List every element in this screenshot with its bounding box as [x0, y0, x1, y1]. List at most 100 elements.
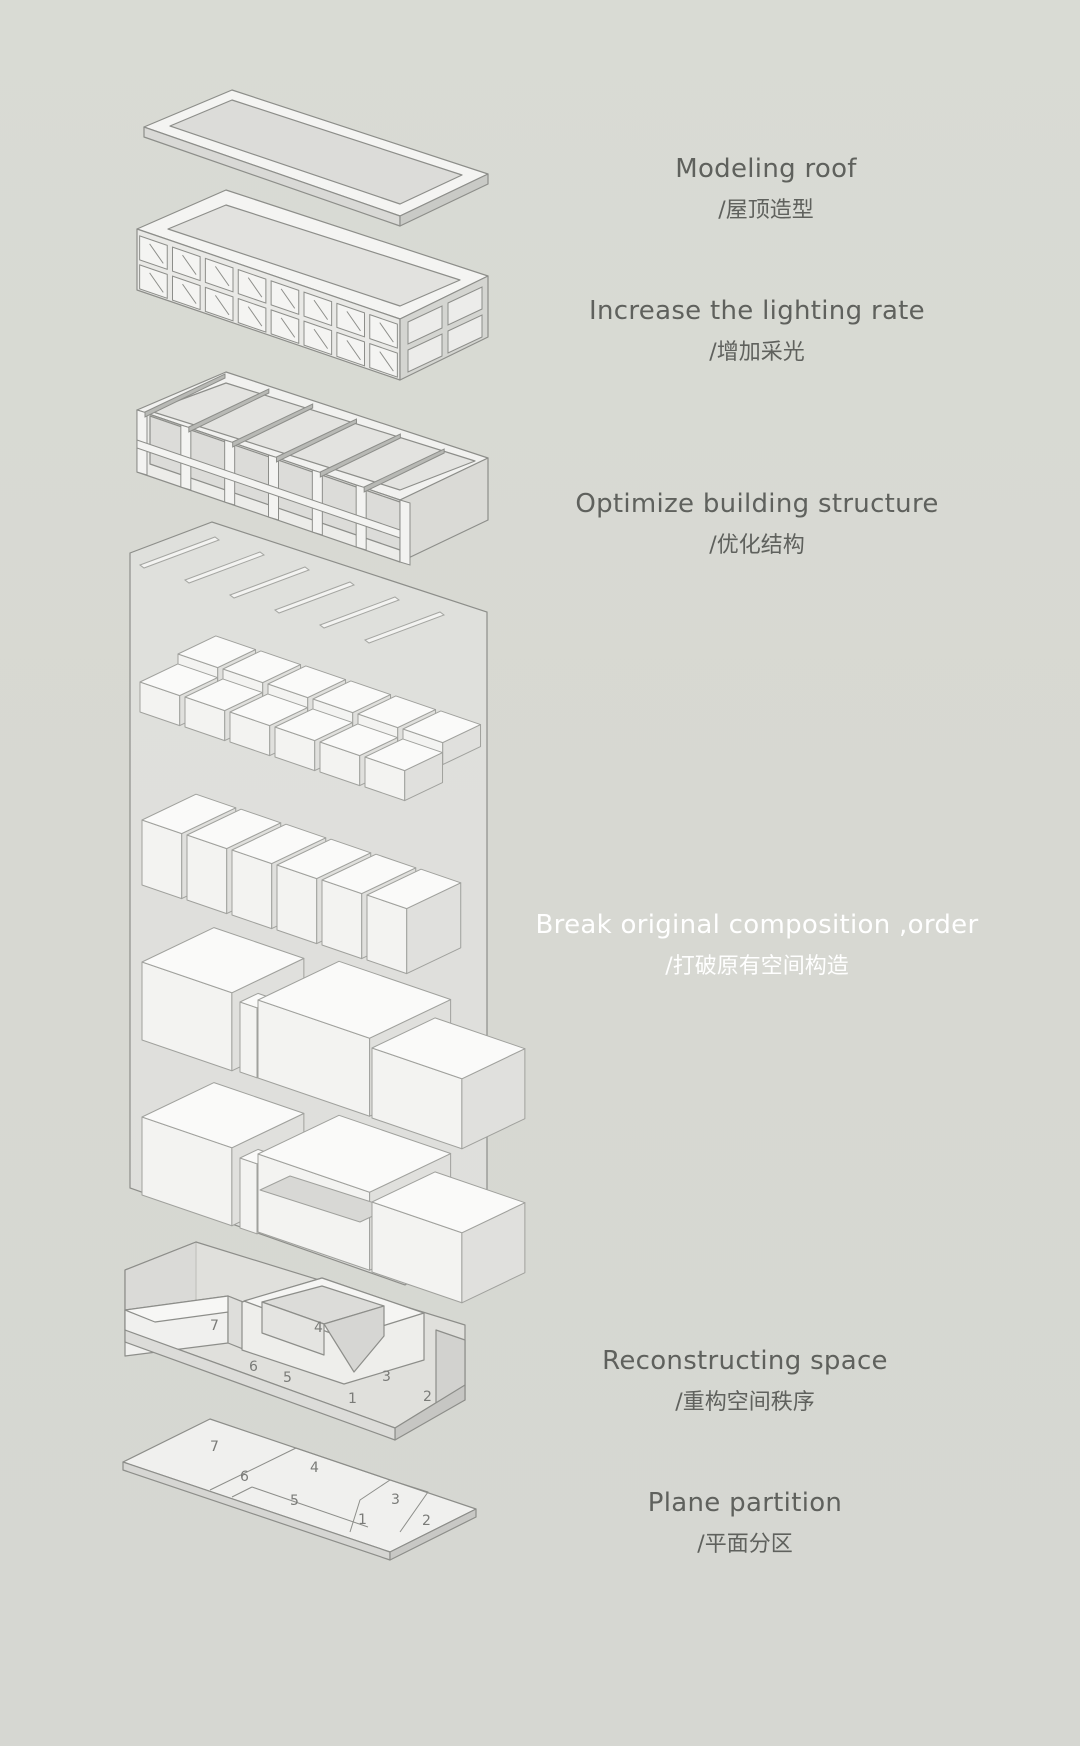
- light-arrow: [346, 340, 361, 361]
- caption-modeling-roof: Modeling roof /屋顶造型: [506, 154, 1026, 224]
- skylight: [183, 551, 266, 584]
- step-block-back-top: [402, 710, 482, 744]
- space-label-2: 2: [423, 1389, 432, 1405]
- step-block-front-top: [184, 678, 264, 712]
- caption-en: Break original composition ,order: [535, 910, 979, 940]
- plane-labels: 7 4 6 5 3 1 2: [210, 1439, 431, 1529]
- caption-zh: /屋顶造型: [718, 198, 814, 223]
- large-block-left-top: [141, 927, 305, 994]
- row-block-top: [231, 823, 327, 865]
- open-block-right-top: [371, 1171, 526, 1234]
- window-cell: [369, 313, 398, 349]
- window-cell: [204, 286, 234, 322]
- step-block-back-top: [357, 695, 437, 729]
- caption-en: Plane partition: [647, 1488, 843, 1518]
- beam: [276, 418, 357, 463]
- plane-partition: [122, 1418, 477, 1561]
- light-arrow: [247, 306, 263, 327]
- window-cell: [139, 235, 168, 271]
- light-arrow: [280, 317, 296, 338]
- light-arrow: [346, 311, 361, 332]
- skylight: [138, 536, 221, 569]
- open-thin-block-front: [239, 1157, 258, 1235]
- caption-en: Modeling roof: [675, 154, 857, 184]
- reconstructed-labels: 7 4 6 5 3 1 2: [210, 1318, 432, 1407]
- window-cell: [369, 342, 398, 378]
- caption-zh: /平面分区: [697, 1532, 793, 1557]
- window-cell: [204, 257, 234, 293]
- caption-en: Reconstructing space: [602, 1346, 888, 1376]
- lighting-side-windows: [407, 286, 483, 373]
- row-block-top: [366, 868, 462, 910]
- caption-break-composition: Break original composition ,order /打破原有空…: [497, 910, 1017, 980]
- caption-plane-partition: Plane partition /平面分区: [485, 1488, 1005, 1558]
- large-block-right-top: [371, 1017, 526, 1080]
- side-window: [407, 333, 443, 373]
- window-cell: [270, 280, 300, 316]
- space-label-7: 7: [210, 1318, 219, 1334]
- caption-lighting-rate: Increase the lighting rate /增加采光: [497, 296, 1017, 366]
- side-window: [407, 305, 443, 345]
- plane-label-6: 6: [240, 1469, 249, 1485]
- light-arrow: [313, 299, 329, 320]
- light-arrow: [214, 295, 230, 316]
- skylight: [318, 596, 401, 629]
- caption-zh: /打破原有空间构造: [665, 954, 849, 979]
- row-block-top: [276, 838, 372, 880]
- step-block-back-top: [312, 680, 392, 714]
- window-cell: [303, 291, 333, 327]
- beam: [232, 403, 314, 448]
- window-cell: [139, 264, 168, 300]
- column: [399, 499, 411, 566]
- light-arrow: [182, 283, 197, 304]
- stepped-blocks: [139, 635, 482, 802]
- row-block-top: [186, 808, 282, 850]
- step-block-front-top: [319, 723, 399, 757]
- light-arrow: [149, 243, 164, 264]
- roof-frame: [143, 89, 489, 227]
- lighting-box: [136, 189, 489, 381]
- light-arrow: [247, 277, 263, 298]
- window-cell: [303, 320, 333, 356]
- skylight-strips: [138, 536, 446, 644]
- light-arrow: [313, 328, 329, 349]
- opened-blocks: [141, 1082, 526, 1304]
- caption-zh: /增加采光: [709, 340, 805, 365]
- space-label-6: 6: [249, 1359, 258, 1375]
- window-cell: [172, 275, 201, 311]
- open-block-left-top: [141, 1082, 305, 1149]
- caption-reconstructing-space: Reconstructing space /重构空间秩序: [485, 1346, 1005, 1416]
- composite-blocks: [141, 927, 526, 1150]
- open-block-mid-top: [257, 1114, 452, 1193]
- light-arrow: [280, 288, 296, 309]
- window-cell: [237, 268, 267, 304]
- structure-columns: [136, 373, 445, 566]
- space-label-4: 4: [314, 1320, 323, 1336]
- window-cell: [336, 302, 365, 338]
- plane-label-4: 4: [310, 1460, 319, 1476]
- thin-block-front: [239, 1001, 258, 1079]
- step-block-front-top: [139, 663, 219, 697]
- plane-label-7: 7: [210, 1439, 219, 1455]
- step-block-back-top: [222, 650, 302, 684]
- step-block-front-top: [229, 693, 309, 727]
- large-block-mid-top: [257, 960, 452, 1039]
- caption-zh: /重构空间秩序: [675, 1390, 815, 1415]
- beam: [188, 388, 270, 433]
- space-label-1: 1: [348, 1391, 357, 1407]
- step-block-front-top: [364, 738, 444, 772]
- light-arrow: [379, 351, 394, 372]
- beam: [144, 373, 226, 418]
- plane-label-3: 3: [391, 1492, 400, 1508]
- window-cell: [336, 331, 365, 367]
- space-label-5: 5: [283, 1370, 292, 1386]
- caption-zh: /优化结构: [709, 533, 805, 558]
- caption-building-structure: Optimize building structure /优化结构: [497, 489, 1017, 559]
- light-arrow: [149, 272, 164, 293]
- window-cell: [237, 297, 267, 333]
- light-arrow: [379, 322, 394, 343]
- light-arrow: [214, 266, 230, 287]
- beam: [319, 433, 401, 478]
- block-row: [141, 793, 462, 975]
- reconstructed-space: [124, 1241, 466, 1441]
